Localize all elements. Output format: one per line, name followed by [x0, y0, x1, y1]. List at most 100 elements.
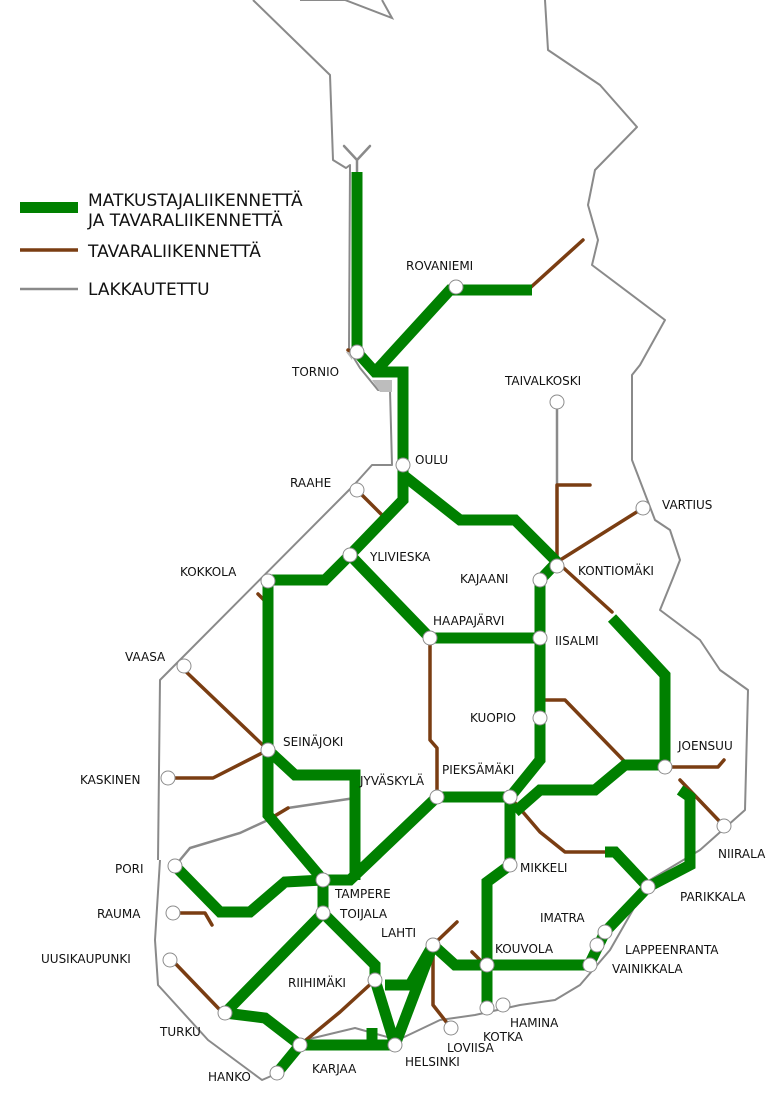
station-vaasa[interactable]: VAASA: [125, 650, 192, 674]
station-kuopio[interactable]: KUOPIO: [470, 710, 548, 726]
station-lahti[interactable]: LAHTI: [381, 926, 441, 953]
station-kokkola[interactable]: KOKKOLA: [180, 565, 276, 589]
station-toijala[interactable]: TOIJALA: [315, 905, 388, 921]
station-marker[interactable]: [260, 742, 276, 758]
freight-line-uusikaupunki: [170, 958, 222, 1012]
station-kaskinen[interactable]: KASKINEN: [80, 770, 176, 787]
station-jyvaskyla[interactable]: JYVÄSKYLÄ: [359, 773, 445, 805]
station-marker[interactable]: [479, 1000, 495, 1016]
station-marker[interactable]: [387, 1037, 403, 1053]
station-taivalkoski[interactable]: TAIVALKOSKI: [504, 374, 581, 410]
station-kotka[interactable]: KOTKA: [479, 1000, 524, 1044]
station-raahe[interactable]: RAAHE: [290, 476, 365, 498]
station-hamina[interactable]: HAMINA: [495, 997, 559, 1030]
station-mikkeli[interactable]: MIKKELI: [502, 857, 567, 875]
station-marker[interactable]: [549, 394, 565, 410]
line-pori-tampere: [171, 862, 324, 918]
station-hanko[interactable]: HANKO: [208, 1065, 285, 1084]
station-oulu[interactable]: OULU: [395, 453, 448, 473]
station-marker[interactable]: [657, 759, 673, 775]
station-rovaniemi[interactable]: ROVANIEMI: [406, 259, 473, 295]
station-marker[interactable]: [640, 879, 656, 895]
line-ylivieska-haapajarvi: [346, 551, 434, 642]
station-marker[interactable]: [597, 924, 613, 940]
station-marker[interactable]: [349, 482, 365, 498]
station-marker[interactable]: [260, 573, 276, 589]
legend-label-closed: LAKKAUTETTU: [88, 280, 210, 300]
station-marker[interactable]: [422, 630, 438, 646]
station-marker[interactable]: [162, 952, 178, 968]
station-niirala[interactable]: NIIRALA: [716, 818, 766, 861]
freight-line-niirala: [678, 778, 726, 828]
station-marker[interactable]: [160, 770, 176, 786]
station-turku[interactable]: TURKU: [159, 1005, 233, 1039]
station-label: YLIVIESKA: [369, 550, 431, 564]
station-marker[interactable]: [716, 818, 732, 834]
finland-border: [154, 0, 749, 1081]
station-label: RAAHE: [290, 476, 331, 490]
station-marker[interactable]: [495, 997, 511, 1013]
station-marker[interactable]: [532, 572, 548, 588]
station-marker[interactable]: [429, 789, 445, 805]
station-ylivieska[interactable]: YLIVIESKA: [342, 547, 431, 564]
station-tampere[interactable]: TAMPERE: [315, 872, 391, 901]
station-parikkala[interactable]: PARIKKALA: [640, 879, 746, 904]
station-loviisa[interactable]: LOVIISA: [443, 1020, 495, 1055]
station-marker[interactable]: [582, 957, 598, 973]
station-imatra[interactable]: IMATRA: [540, 911, 613, 940]
station-label: LOVIISA: [447, 1041, 495, 1055]
station-vainikkala[interactable]: VAINIKKALA: [582, 957, 683, 976]
station-marker[interactable]: [549, 558, 565, 574]
station-marker[interactable]: [589, 937, 605, 953]
station-uusikaupunki[interactable]: UUSIKAUPUNKI: [41, 952, 178, 968]
station-marker[interactable]: [532, 630, 548, 646]
station-marker[interactable]: [635, 500, 651, 516]
station-marker[interactable]: [292, 1037, 308, 1053]
station-marker[interactable]: [479, 957, 495, 973]
freight-line-vaasa: [178, 664, 270, 752]
station-label: OULU: [415, 453, 448, 467]
station-marker[interactable]: [349, 344, 365, 360]
station-riihimaki[interactable]: RIIHIMÄKI: [288, 972, 383, 990]
station-kajaani[interactable]: KAJAANI: [460, 572, 548, 588]
station-marker[interactable]: [502, 789, 518, 805]
station-iisalmi[interactable]: IISALMI: [532, 630, 599, 648]
station-marker[interactable]: [315, 905, 331, 921]
station-marker[interactable]: [165, 905, 181, 921]
freight-line-riihimaki-karjaa: [298, 978, 377, 1047]
station-pieksamaki[interactable]: PIEKSÄMÄKI: [442, 762, 518, 805]
station-label: IMATRA: [540, 911, 585, 925]
station-label: TAMPERE: [334, 887, 391, 901]
station-kouvola[interactable]: KOUVOLA: [479, 942, 554, 973]
station-marker[interactable]: [342, 547, 358, 563]
station-marker[interactable]: [425, 937, 441, 953]
station-label: PARIKKALA: [680, 890, 746, 904]
station-marker[interactable]: [395, 457, 411, 473]
station-marker[interactable]: [217, 1005, 233, 1021]
station-marker[interactable]: [532, 710, 548, 726]
station-marker[interactable]: [502, 857, 518, 873]
station-joensuu[interactable]: JOENSUU: [657, 739, 733, 775]
station-vartius[interactable]: VARTIUS: [635, 498, 712, 516]
station-marker[interactable]: [443, 1020, 459, 1036]
country-border: [154, 0, 749, 1081]
station-label: KOKKOLA: [180, 565, 237, 579]
station-karjaa[interactable]: KARJAA: [292, 1037, 357, 1076]
station-seinajoki[interactable]: SEINÄJOKI: [260, 734, 343, 758]
station-marker[interactable]: [167, 858, 183, 874]
station-marker[interactable]: [176, 658, 192, 674]
station-marker[interactable]: [269, 1065, 285, 1081]
station-marker[interactable]: [315, 872, 331, 888]
station-marker[interactable]: [367, 972, 383, 988]
station-rauma[interactable]: RAUMA: [97, 905, 181, 921]
station-pori[interactable]: PORI: [115, 858, 183, 876]
station-kontiomaki[interactable]: KONTIOMÄKI: [549, 558, 654, 578]
station-lappeenranta[interactable]: LAPPEENRANTA: [589, 937, 719, 957]
station-haapajarvi[interactable]: HAAPAJÄRVI: [422, 613, 504, 646]
station-marker[interactable]: [448, 279, 464, 295]
freight-line-vartius: [555, 506, 645, 564]
station-label: LAHTI: [381, 926, 416, 940]
station-helsinki[interactable]: HELSINKI: [387, 1037, 460, 1069]
station-tornio[interactable]: TORNIO: [291, 344, 365, 379]
